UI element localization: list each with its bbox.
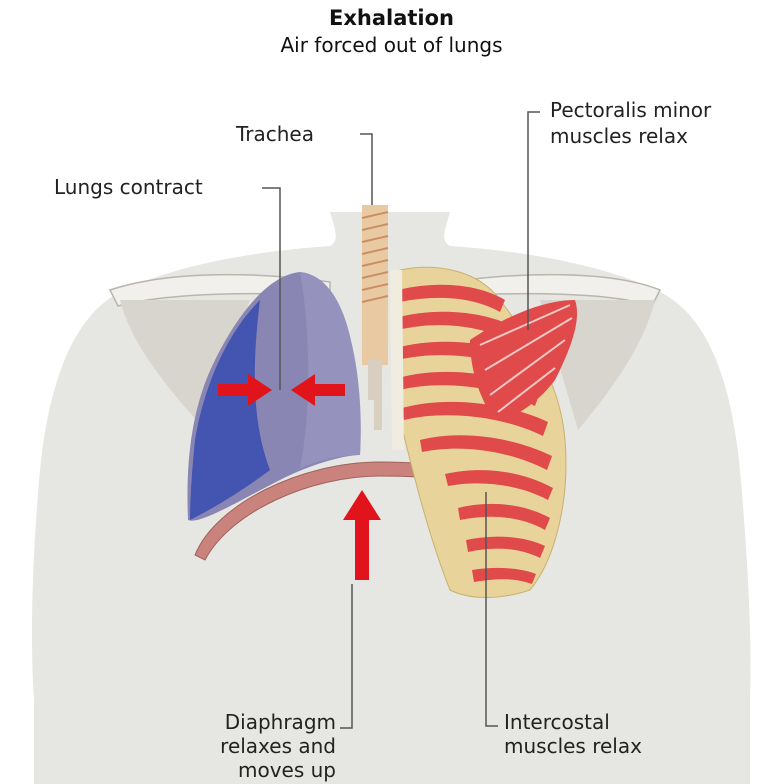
intercostal-label-line2: muscles relax [504, 734, 642, 758]
diaphragm-label-line3: moves up [0, 758, 336, 782]
sternum [390, 270, 404, 450]
trachea-leader [360, 134, 372, 205]
lungs-contract-label: Lungs contract [54, 175, 203, 199]
diaphragm-label-line1: Diaphragm [0, 710, 336, 734]
pectoralis-label-line1: Pectoralis minor [550, 98, 711, 122]
diaphragm-label-line2: relaxes and [0, 734, 336, 758]
pectoralis-label-line2: muscles relax [550, 124, 688, 148]
trachea-label: Trachea [236, 122, 314, 146]
intercostal-label-line1: Intercostal [504, 710, 610, 734]
